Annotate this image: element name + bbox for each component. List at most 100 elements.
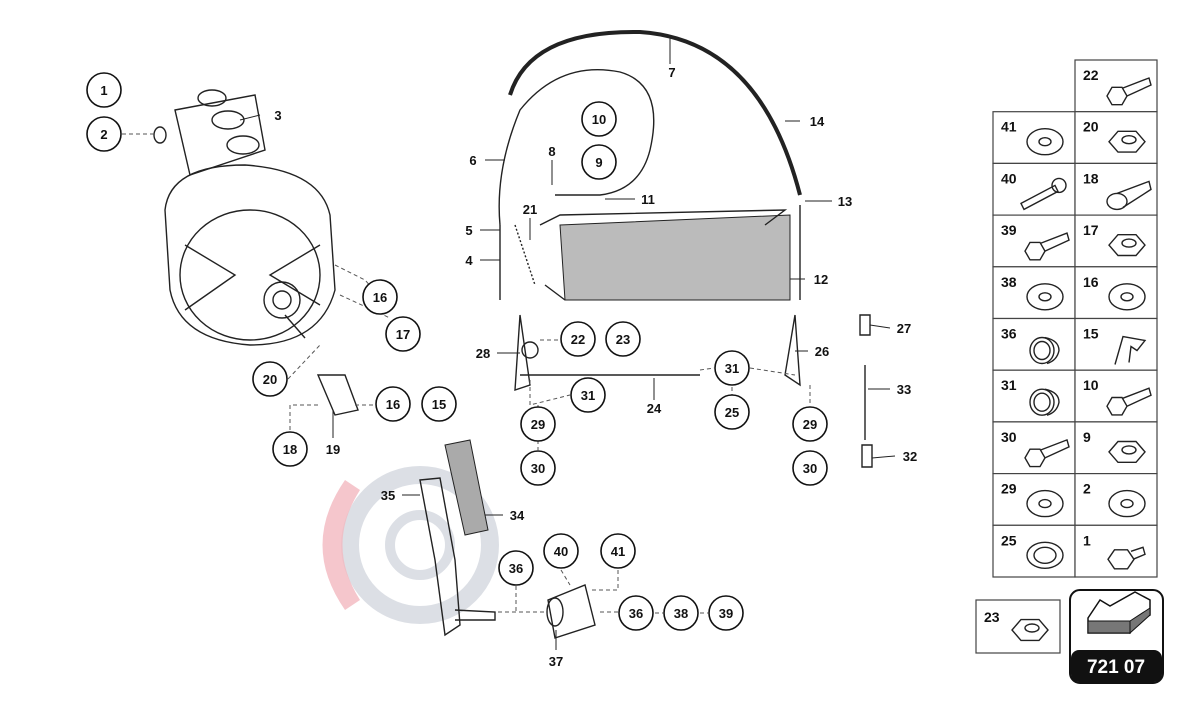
parts-table-cell-20: 20 <box>1074 111 1158 164</box>
heat-shield <box>539 209 791 301</box>
label-32: 32 <box>903 449 917 464</box>
label-4: 4 <box>465 253 473 268</box>
parts-table-cell-10: 10 <box>1074 369 1158 423</box>
extra-part-number: 23 <box>984 609 1000 625</box>
throttle-linkage <box>316 314 873 468</box>
label-5: 5 <box>465 223 472 238</box>
pin-icon <box>1106 180 1152 211</box>
callout-10: 10 <box>581 101 617 137</box>
callout-circle <box>618 595 654 631</box>
callout-number: 15 <box>432 397 446 412</box>
parts-table-cell-16: 16 <box>1074 266 1158 320</box>
callout-circle <box>714 394 750 430</box>
part-number: 20 <box>1083 119 1099 135</box>
label-37: 37 <box>549 654 563 669</box>
callout-circle <box>520 450 556 486</box>
parts-table-cell-22: 22 <box>1074 59 1158 113</box>
callout-number: 29 <box>803 417 817 432</box>
label-28: 28 <box>476 346 490 361</box>
parts-table-cell-36: 36 <box>992 317 1076 371</box>
callout-16: 16 <box>362 279 398 315</box>
callout-number: 16 <box>373 290 387 305</box>
label-21: 21 <box>523 202 537 217</box>
callout-20: 20 <box>252 361 288 397</box>
accelerator-pedal <box>419 439 596 639</box>
thick-washer-icon <box>1026 541 1064 569</box>
callout-circle <box>560 321 596 357</box>
callout-circle <box>543 533 579 569</box>
callout-number: 23 <box>616 332 630 347</box>
part-number: 1 <box>1083 532 1091 548</box>
parts-table-cell-25: 25 <box>992 524 1076 578</box>
washer-icon <box>1026 283 1064 311</box>
callout-number: 30 <box>803 461 817 476</box>
callout-18: 18 <box>272 431 308 467</box>
callout-circle <box>86 72 122 108</box>
label-19: 19 <box>326 442 340 457</box>
brake-booster <box>153 89 336 346</box>
callout-number: 31 <box>725 361 739 376</box>
part-number: 30 <box>1001 429 1017 445</box>
parts-table-cell-30: 30 <box>992 421 1076 475</box>
label-7: 7 <box>668 65 675 80</box>
callout-31: 31 <box>570 377 606 413</box>
callout-29: 29 <box>792 406 828 442</box>
parts-table-cell-15: 15 <box>1074 317 1158 371</box>
callout-1: 1 <box>86 72 122 108</box>
callout-25: 25 <box>714 394 750 430</box>
label-3: 3 <box>274 108 281 123</box>
callout-circle <box>581 144 617 180</box>
callout-number: 9 <box>595 155 602 170</box>
callout-circle <box>498 550 534 586</box>
label-13: 13 <box>838 194 852 209</box>
callout-2: 2 <box>86 116 122 152</box>
label-11: 11 <box>641 192 655 207</box>
callout-circle <box>520 406 556 442</box>
callout-number: 18 <box>283 442 297 457</box>
callout-41: 41 <box>600 533 636 569</box>
callout-circle <box>86 116 122 152</box>
callout-36: 36 <box>498 550 534 586</box>
bushing-icon <box>1029 336 1060 365</box>
socket-bolt-icon <box>1020 177 1067 211</box>
parts-table-cell-39: 39 <box>992 214 1076 268</box>
bolt-icon <box>1106 387 1152 416</box>
part-number: 29 <box>1001 481 1017 497</box>
callout-circle <box>605 321 641 357</box>
label-27: 27 <box>897 321 911 336</box>
label-26: 26 <box>815 344 829 359</box>
callout-17: 17 <box>385 316 421 352</box>
callout-circle <box>272 431 308 467</box>
callout-number: 20 <box>263 372 277 387</box>
label-24: 24 <box>647 401 662 416</box>
label-8: 8 <box>548 144 555 159</box>
parts-table-cell-29: 29 <box>992 473 1076 526</box>
callout-circle <box>570 377 606 413</box>
label-33: 33 <box>897 382 911 397</box>
callout-number: 10 <box>592 112 606 127</box>
leader-lines <box>122 133 811 614</box>
bushing-icon <box>1029 388 1060 416</box>
washer-icon <box>1108 283 1146 311</box>
washer-icon <box>1026 489 1064 518</box>
callout-circle <box>708 595 744 631</box>
parts-table-cell-41: 41 <box>992 111 1076 164</box>
parts-table-cell-1: 1 <box>1074 524 1158 578</box>
extra-part-box: 23 <box>975 599 1061 654</box>
plug-icon <box>1107 546 1146 570</box>
spring-clip-icon <box>1114 335 1147 365</box>
callout-29: 29 <box>520 406 556 442</box>
callout-38: 38 <box>663 595 699 631</box>
part-number: 16 <box>1083 274 1099 290</box>
callout-circle <box>375 386 411 422</box>
callout-circle <box>581 101 617 137</box>
bolt-icon <box>1024 232 1070 261</box>
label-6: 6 <box>469 153 476 168</box>
part-number: 39 <box>1001 222 1017 238</box>
parts-table-cell-40: 40 <box>992 162 1076 216</box>
part-number: 9 <box>1083 429 1091 445</box>
washer-icon <box>1108 489 1146 518</box>
callout-30: 30 <box>792 450 828 486</box>
